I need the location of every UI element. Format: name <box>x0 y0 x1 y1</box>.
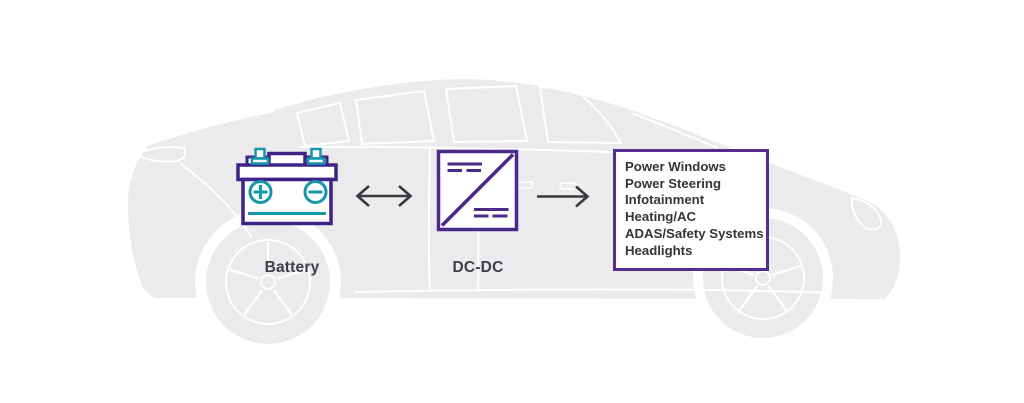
load-item-power-steering: Power Steering <box>625 175 722 191</box>
load-item-infotainment: Infotainment <box>625 192 705 208</box>
load-item-headlights: Headlights <box>625 242 693 258</box>
dc-dc-converter-icon <box>436 149 519 232</box>
front-wheel-rim <box>225 239 311 325</box>
battery-terminals <box>250 147 326 165</box>
battery-icon <box>236 147 338 226</box>
double-headed-arrow-icon <box>355 185 413 207</box>
load-item-heating-ac: Heating/AC <box>625 209 697 225</box>
minus-terminal-icon <box>303 180 328 204</box>
dc-symbol-top <box>447 162 482 172</box>
right-arrow-icon <box>537 185 590 208</box>
front-wheel-icon <box>206 220 330 344</box>
dc-dc-label: DC-DC <box>452 259 504 276</box>
plus-terminal-icon <box>248 180 273 204</box>
load-item-adas-safety: ADAS/Safety Systems <box>625 225 764 241</box>
loads-box: Power Windows Power Steering Infotainmen… <box>613 149 769 271</box>
load-item-power-windows: Power Windows <box>625 159 726 174</box>
dc-symbol-bottom <box>474 208 509 218</box>
car-detail-lines <box>140 84 883 294</box>
battery-label: Battery <box>264 259 320 276</box>
